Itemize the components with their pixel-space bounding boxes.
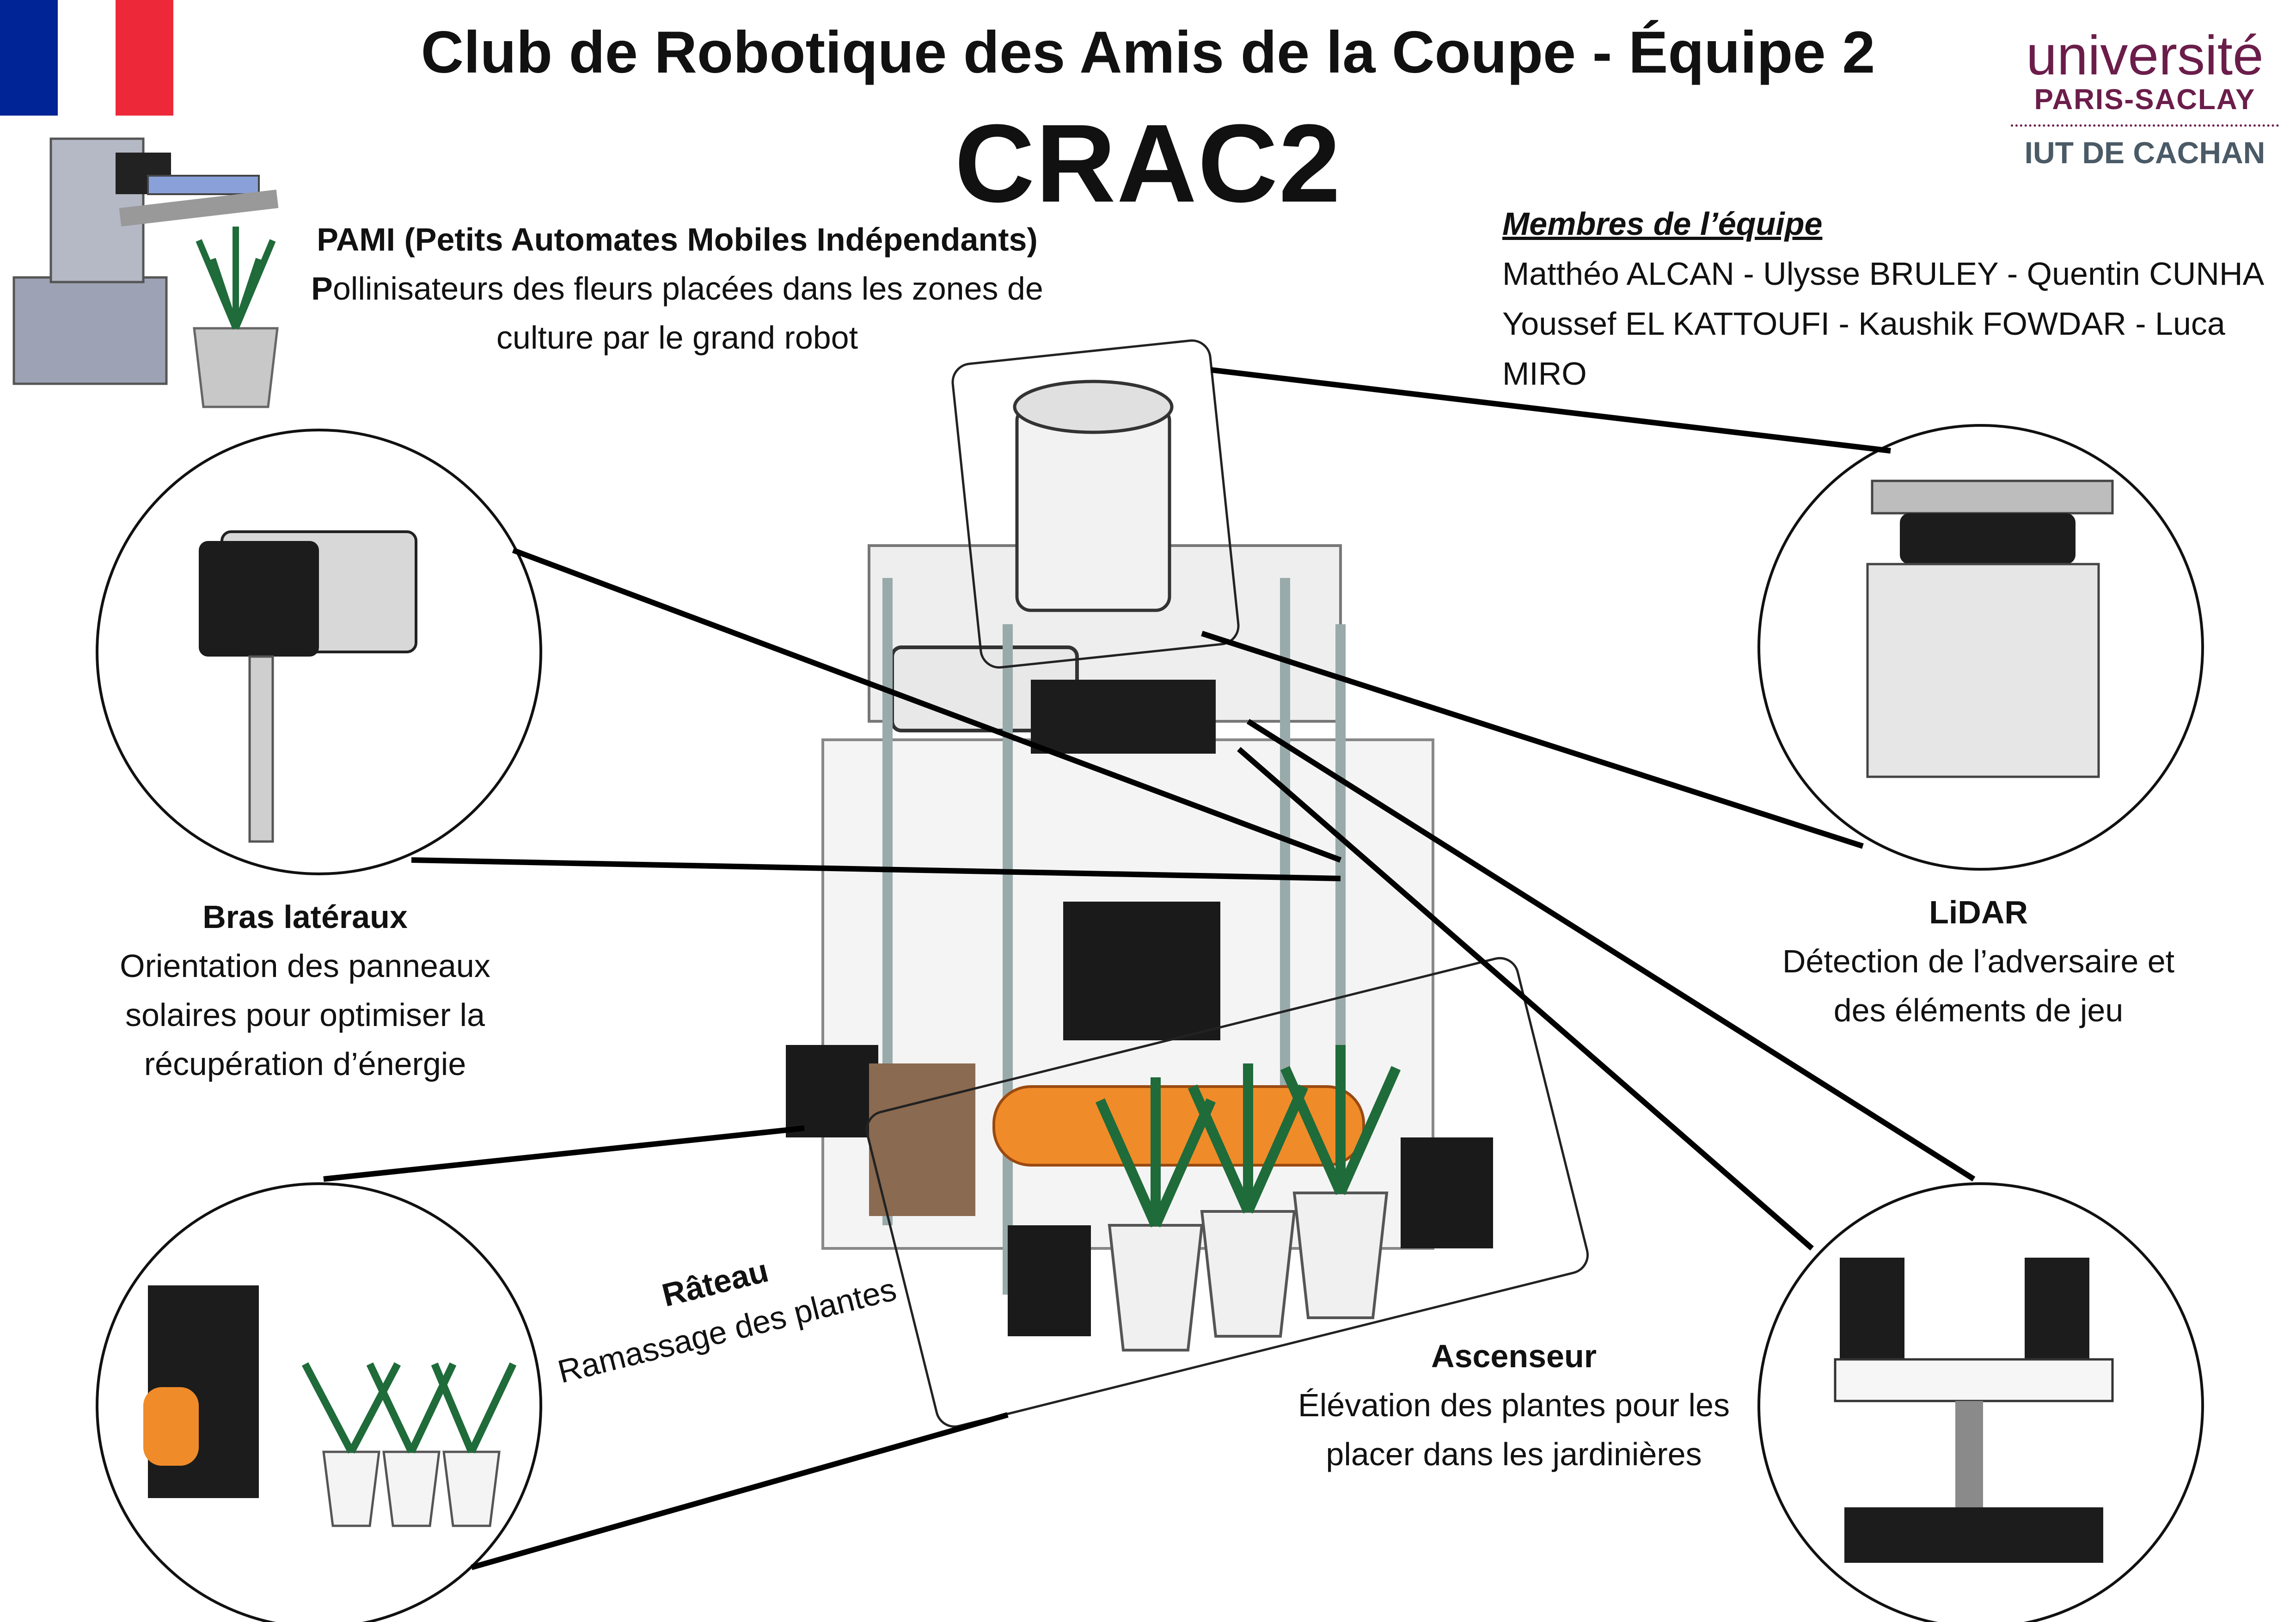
ascenseur-line-2: placer dans les jardinières (1326, 1436, 1702, 1472)
logo-divider (2011, 124, 2279, 127)
members-heading: Membres de l’équipe (1502, 206, 1823, 242)
lidar-title: LiDAR (1929, 894, 2028, 930)
bras-line-3: récupération d’énergie (144, 1046, 466, 1082)
ascenseur-title: Ascenseur (1431, 1338, 1597, 1374)
pami-line-1-rest: ollinisateurs des fleurs placées dans le… (332, 270, 1043, 307)
leader-lidar-2 (1201, 631, 1864, 849)
logo-universite: université (2026, 25, 2264, 86)
bras-caption: Bras latéraux Orientation des panneaux s… (83, 892, 527, 1088)
lidar-line-2: des éléments de jeu (1833, 992, 2124, 1028)
team-name: CRAC2 (955, 101, 1341, 225)
flag-blue (0, 0, 58, 116)
robot-render (786, 339, 1589, 1428)
pami-first-letter: P (311, 270, 333, 307)
french-flag (0, 0, 173, 116)
plant-icon (196, 227, 276, 330)
leader-rake (323, 1125, 805, 1182)
club-title: Club de Robotique des Amis de la Coupe -… (421, 19, 1875, 86)
team-members: Membres de l’équipe Matthéo ALCAN - Ulys… (1502, 199, 2288, 399)
leader-elevator (1246, 719, 1976, 1182)
pami-line-1: Pollinisateurs des fleurs placées dans l… (296, 264, 1059, 313)
pami-title: PAMI (Petits Automates Mobiles Indépenda… (317, 221, 1038, 258)
pami-caption: PAMI (Petits Automates Mobiles Indépenda… (296, 215, 1059, 362)
flag-red (116, 0, 173, 116)
leader-elevator-2 (1237, 747, 1814, 1251)
members-line-1: Matthéo ALCAN - Ulysse BRULEY - Quentin … (1502, 256, 2265, 292)
lidar-caption: LiDAR Détection de l’adversaire et des é… (1747, 888, 2210, 1035)
flag-white (58, 0, 116, 116)
ascenseur-caption: Ascenseur Élévation des plantes pour les… (1248, 1332, 1780, 1479)
pami-render (12, 137, 279, 408)
leader-arm-2 (411, 857, 1341, 881)
bras-line-2: solaires pour optimiser la (125, 997, 485, 1033)
ascenseur-line-1: Élévation des plantes pour les (1298, 1387, 1730, 1423)
leader-lidar (1211, 367, 1891, 454)
lidar-line-1: Détection de l’adversaire et (1782, 943, 2175, 979)
bras-line-1: Orientation des panneaux (120, 948, 490, 984)
logo-paris-saclay: PARIS-SACLAY (2034, 84, 2256, 116)
bras-title: Bras latéraux (202, 899, 408, 935)
university-logo: université PARIS-SACLAY IUT DE CACHAN (2002, 28, 2288, 170)
logo-iut: IUT DE CACHAN (2024, 135, 2265, 170)
members-line-2: Youssef EL KATTOUFI - Kaushik FOWDAR - L… (1502, 306, 2225, 392)
leader-rake-2 (471, 1412, 1009, 1570)
leader-arm (512, 547, 1342, 863)
pami-line-2: culture par le grand robot (496, 319, 858, 356)
